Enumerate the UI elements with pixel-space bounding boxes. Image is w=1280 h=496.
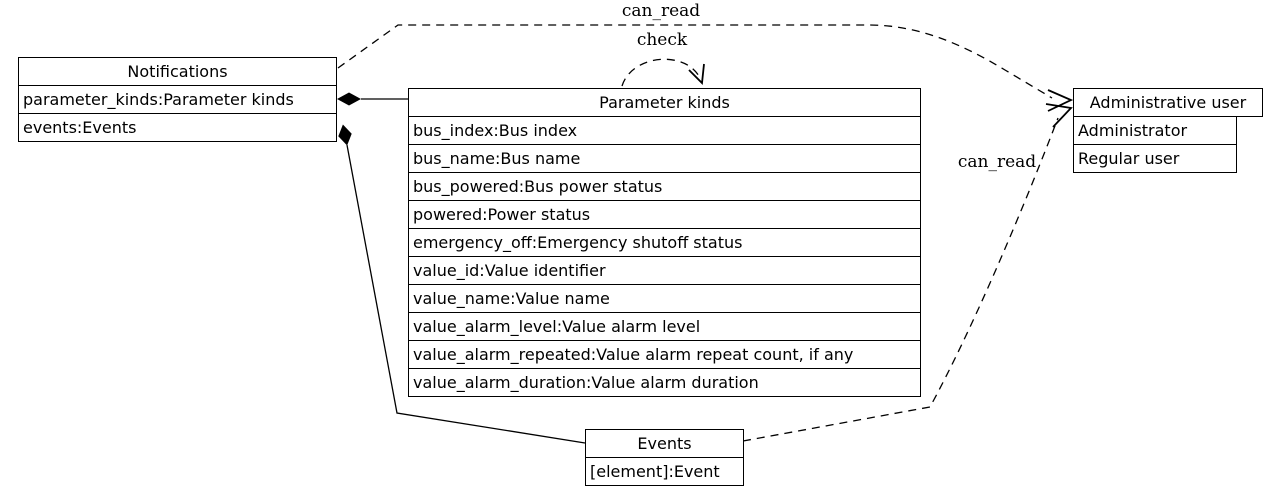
- edge-can-read-bottom: [742, 117, 1059, 442]
- node-events-title: Events: [585, 429, 744, 458]
- node-notifications: Notifications parameter_kinds:Parameter …: [18, 57, 337, 142]
- edge-label-can-read-bottom: can_read: [957, 152, 1037, 172]
- arrowhead-can-read-top-icon: [1047, 89, 1074, 112]
- node-administrative-user-row-regular-user: Regular user: [1073, 144, 1237, 173]
- arrowhead-check-icon: [688, 63, 705, 85]
- composition-diamond-events-icon: [338, 124, 352, 146]
- node-notifications-title: Notifications: [18, 57, 337, 86]
- node-parameter-kinds-row-value-name: value_name:Value name: [408, 284, 921, 313]
- edge-notifications-events: [346, 144, 586, 444]
- node-parameter-kinds-row-value-alarm-duration: value_alarm_duration:Value alarm duratio…: [408, 368, 921, 397]
- node-parameter-kinds-row-value-alarm-level: value_alarm_level:Value alarm level: [408, 312, 921, 341]
- edge-can-read-top: [337, 24, 1053, 99]
- node-parameter-kinds-title: Parameter kinds: [408, 88, 921, 117]
- node-notifications-row-events: events:Events: [18, 113, 337, 142]
- node-parameter-kinds-row-bus-name: bus_name:Bus name: [408, 144, 921, 173]
- edge-label-check: check: [636, 30, 688, 50]
- node-events-row-element: [element]:Event: [585, 457, 744, 486]
- node-parameter-kinds-row-emergency-off: emergency_off:Emergency shutoff status: [408, 228, 921, 257]
- node-administrative-user-row-administrator: Administrator: [1073, 116, 1237, 145]
- node-parameter-kinds-row-bus-index: bus_index:Bus index: [408, 116, 921, 145]
- node-administrative-user-title: Administrative user: [1073, 88, 1263, 117]
- node-parameter-kinds-row-bus-powered: bus_powered:Bus power status: [408, 172, 921, 201]
- node-parameter-kinds-row-value-alarm-repeated: value_alarm_repeated:Value alarm repeat …: [408, 340, 921, 369]
- node-administrative-user: Administrative user Administrator Regula…: [1073, 88, 1263, 173]
- arrowhead-can-read-bottom-icon: [1045, 103, 1073, 128]
- edge-label-can-read-top: can_read: [621, 1, 701, 21]
- node-parameter-kinds: Parameter kinds bus_index:Bus index bus_…: [408, 88, 921, 397]
- edge-check-loop: [621, 58, 701, 87]
- node-notifications-row-parameter-kinds: parameter_kinds:Parameter kinds: [18, 85, 337, 114]
- node-parameter-kinds-row-value-id: value_id:Value identifier: [408, 256, 921, 285]
- node-events: Events [element]:Event: [585, 429, 744, 486]
- node-parameter-kinds-row-powered: powered:Power status: [408, 200, 921, 229]
- composition-diamond-parameter-kinds-icon: [337, 92, 361, 106]
